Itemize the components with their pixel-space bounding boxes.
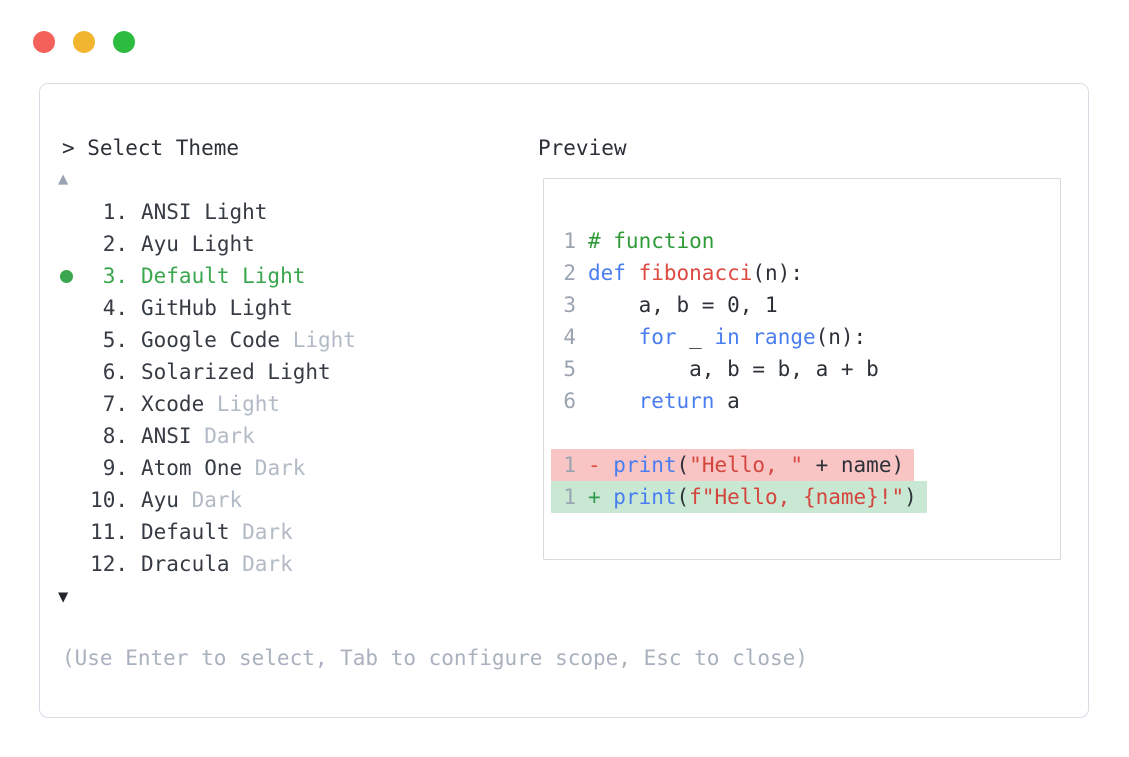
theme-list: 1. ANSI Light 2. Ayu Light 3. Default Light 4.…	[58, 196, 356, 580]
theme-list-item-9[interactable]: 9. Atom One Dark	[58, 452, 356, 484]
preview-label: Preview	[538, 136, 627, 160]
theme-list-item-2[interactable]: 2. Ayu Light	[58, 228, 356, 260]
theme-list-item-7[interactable]: 7. Xcode Light	[58, 388, 356, 420]
code-preview: 1 # function 2 def fibonacci(n): 3 a, b = 0,…	[551, 225, 927, 513]
bullet-spacer	[58, 356, 80, 388]
code-line-diff-removed: 1 - print("Hello, " + name)	[551, 449, 927, 481]
theme-item-label: GitHub Light	[141, 296, 293, 320]
minimize-button[interactable]	[73, 31, 95, 53]
code-line: 2 def fibonacci(n):	[556, 257, 927, 289]
close-button[interactable]	[33, 31, 55, 53]
theme-list-item-5[interactable]: 5. Google Code Light	[58, 324, 356, 356]
theme-item-label: Solarized Light	[141, 360, 331, 384]
window-controls	[33, 31, 135, 53]
theme-item-variant-muted: Light	[204, 392, 281, 416]
code-line	[556, 417, 927, 449]
line-number: 6	[563, 389, 576, 413]
line-number: 2	[563, 261, 576, 285]
bullet-spacer	[58, 292, 80, 324]
code-text: - print("Hello, " + name)	[588, 453, 905, 477]
bullet-spacer	[58, 452, 80, 484]
theme-item-label: Ayu Dark	[141, 488, 243, 512]
theme-item-label: ANSI Light	[141, 200, 268, 224]
theme-list-item-10[interactable]: 10. Ayu Dark	[58, 484, 356, 516]
theme-item-variant-muted: Dark	[178, 488, 243, 512]
bullet-spacer	[58, 196, 80, 228]
zoom-button[interactable]	[113, 31, 135, 53]
theme-item-label: ANSI Dark	[141, 424, 255, 448]
theme-item-number: 9.	[102, 456, 128, 480]
theme-item-number: 11.	[90, 520, 128, 544]
line-number: 1	[563, 453, 576, 477]
theme-item-label: Ayu Light	[141, 232, 255, 256]
theme-item-variant-muted: Dark	[229, 552, 293, 576]
theme-item-label: Default Dark	[141, 520, 293, 544]
code-text: return a	[638, 389, 740, 413]
preview-box: 1 # function 2 def fibonacci(n): 3 a, b = 0,…	[543, 178, 1061, 560]
picker-title: > Select Theme	[62, 136, 240, 160]
theme-item-number: 2.	[102, 232, 128, 256]
theme-item-number: 7.	[102, 392, 128, 416]
theme-list-item-4[interactable]: 4. GitHub Light	[58, 292, 356, 324]
theme-item-label: Google Code Light	[141, 328, 356, 352]
code-text: for _ in range(n):	[638, 325, 867, 349]
theme-item-variant-muted: Dark	[242, 456, 306, 480]
code-text: a, b = b, a + b	[588, 357, 879, 381]
code-text: a, b = 0, 1	[588, 293, 778, 317]
theme-list-item-8[interactable]: 8. ANSI Dark	[58, 420, 356, 452]
theme-item-number: 10.	[90, 488, 128, 512]
bullet-spacer	[58, 388, 80, 420]
line-number: 1	[563, 485, 576, 509]
code-line: 6 return a	[556, 385, 927, 417]
theme-item-label: Xcode Light	[141, 392, 281, 416]
scroll-up-icon[interactable]: ▲	[58, 169, 69, 189]
theme-list-item-11[interactable]: 11. Default Dark	[58, 516, 356, 548]
code-line: 1 # function	[556, 225, 927, 257]
code-line: 4 for _ in range(n):	[556, 321, 927, 353]
theme-item-number: 4.	[102, 296, 128, 320]
line-number: 3	[563, 293, 576, 317]
theme-item-number: 12.	[90, 552, 128, 576]
code-line: 3 a, b = 0, 1	[556, 289, 927, 321]
theme-list-item-1[interactable]: 1. ANSI Light	[58, 196, 356, 228]
theme-list-item-3[interactable]: 3. Default Light	[58, 260, 356, 292]
code-line: 5 a, b = b, a + b	[556, 353, 927, 385]
theme-item-label: Dracula Dark	[141, 552, 293, 576]
line-number: 4	[563, 325, 576, 349]
theme-item-variant-muted: Light	[280, 328, 356, 352]
theme-item-number: 1.	[102, 200, 128, 224]
theme-item-number: 8.	[102, 424, 128, 448]
scroll-down-icon[interactable]: ▼	[58, 587, 69, 607]
code-text: def fibonacci(n):	[588, 261, 803, 285]
theme-list-item-12[interactable]: 12. Dracula Dark	[58, 548, 356, 580]
selected-dot-icon	[60, 269, 73, 283]
line-number: 5	[563, 357, 576, 381]
bullet-spacer	[58, 548, 80, 580]
bullet-spacer	[58, 420, 80, 452]
selected-bullet-icon	[58, 260, 80, 292]
theme-item-label: Atom One Dark	[141, 456, 306, 480]
theme-list-item-6[interactable]: 6. Solarized Light	[58, 356, 356, 388]
theme-item-variant-muted: Dark	[229, 520, 293, 544]
theme-item-number: 3.	[102, 264, 128, 288]
code-text: # function	[588, 229, 715, 253]
bullet-spacer	[58, 324, 80, 356]
bullet-spacer	[58, 516, 80, 548]
bullet-spacer	[58, 228, 80, 260]
theme-item-number: 5.	[102, 328, 128, 352]
theme-item-number: 6.	[102, 360, 128, 384]
theme-item-label: Default Light	[141, 264, 306, 288]
code-line-diff-added: 1 + print(f"Hello, {name}!")	[551, 481, 927, 513]
line-number: 1	[563, 229, 576, 253]
theme-item-variant-muted: Dark	[191, 424, 255, 448]
code-text: + print(f"Hello, {name}!")	[588, 485, 917, 509]
bullet-spacer	[58, 484, 80, 516]
help-text: (Use Enter to select, Tab to configure s…	[62, 646, 808, 670]
